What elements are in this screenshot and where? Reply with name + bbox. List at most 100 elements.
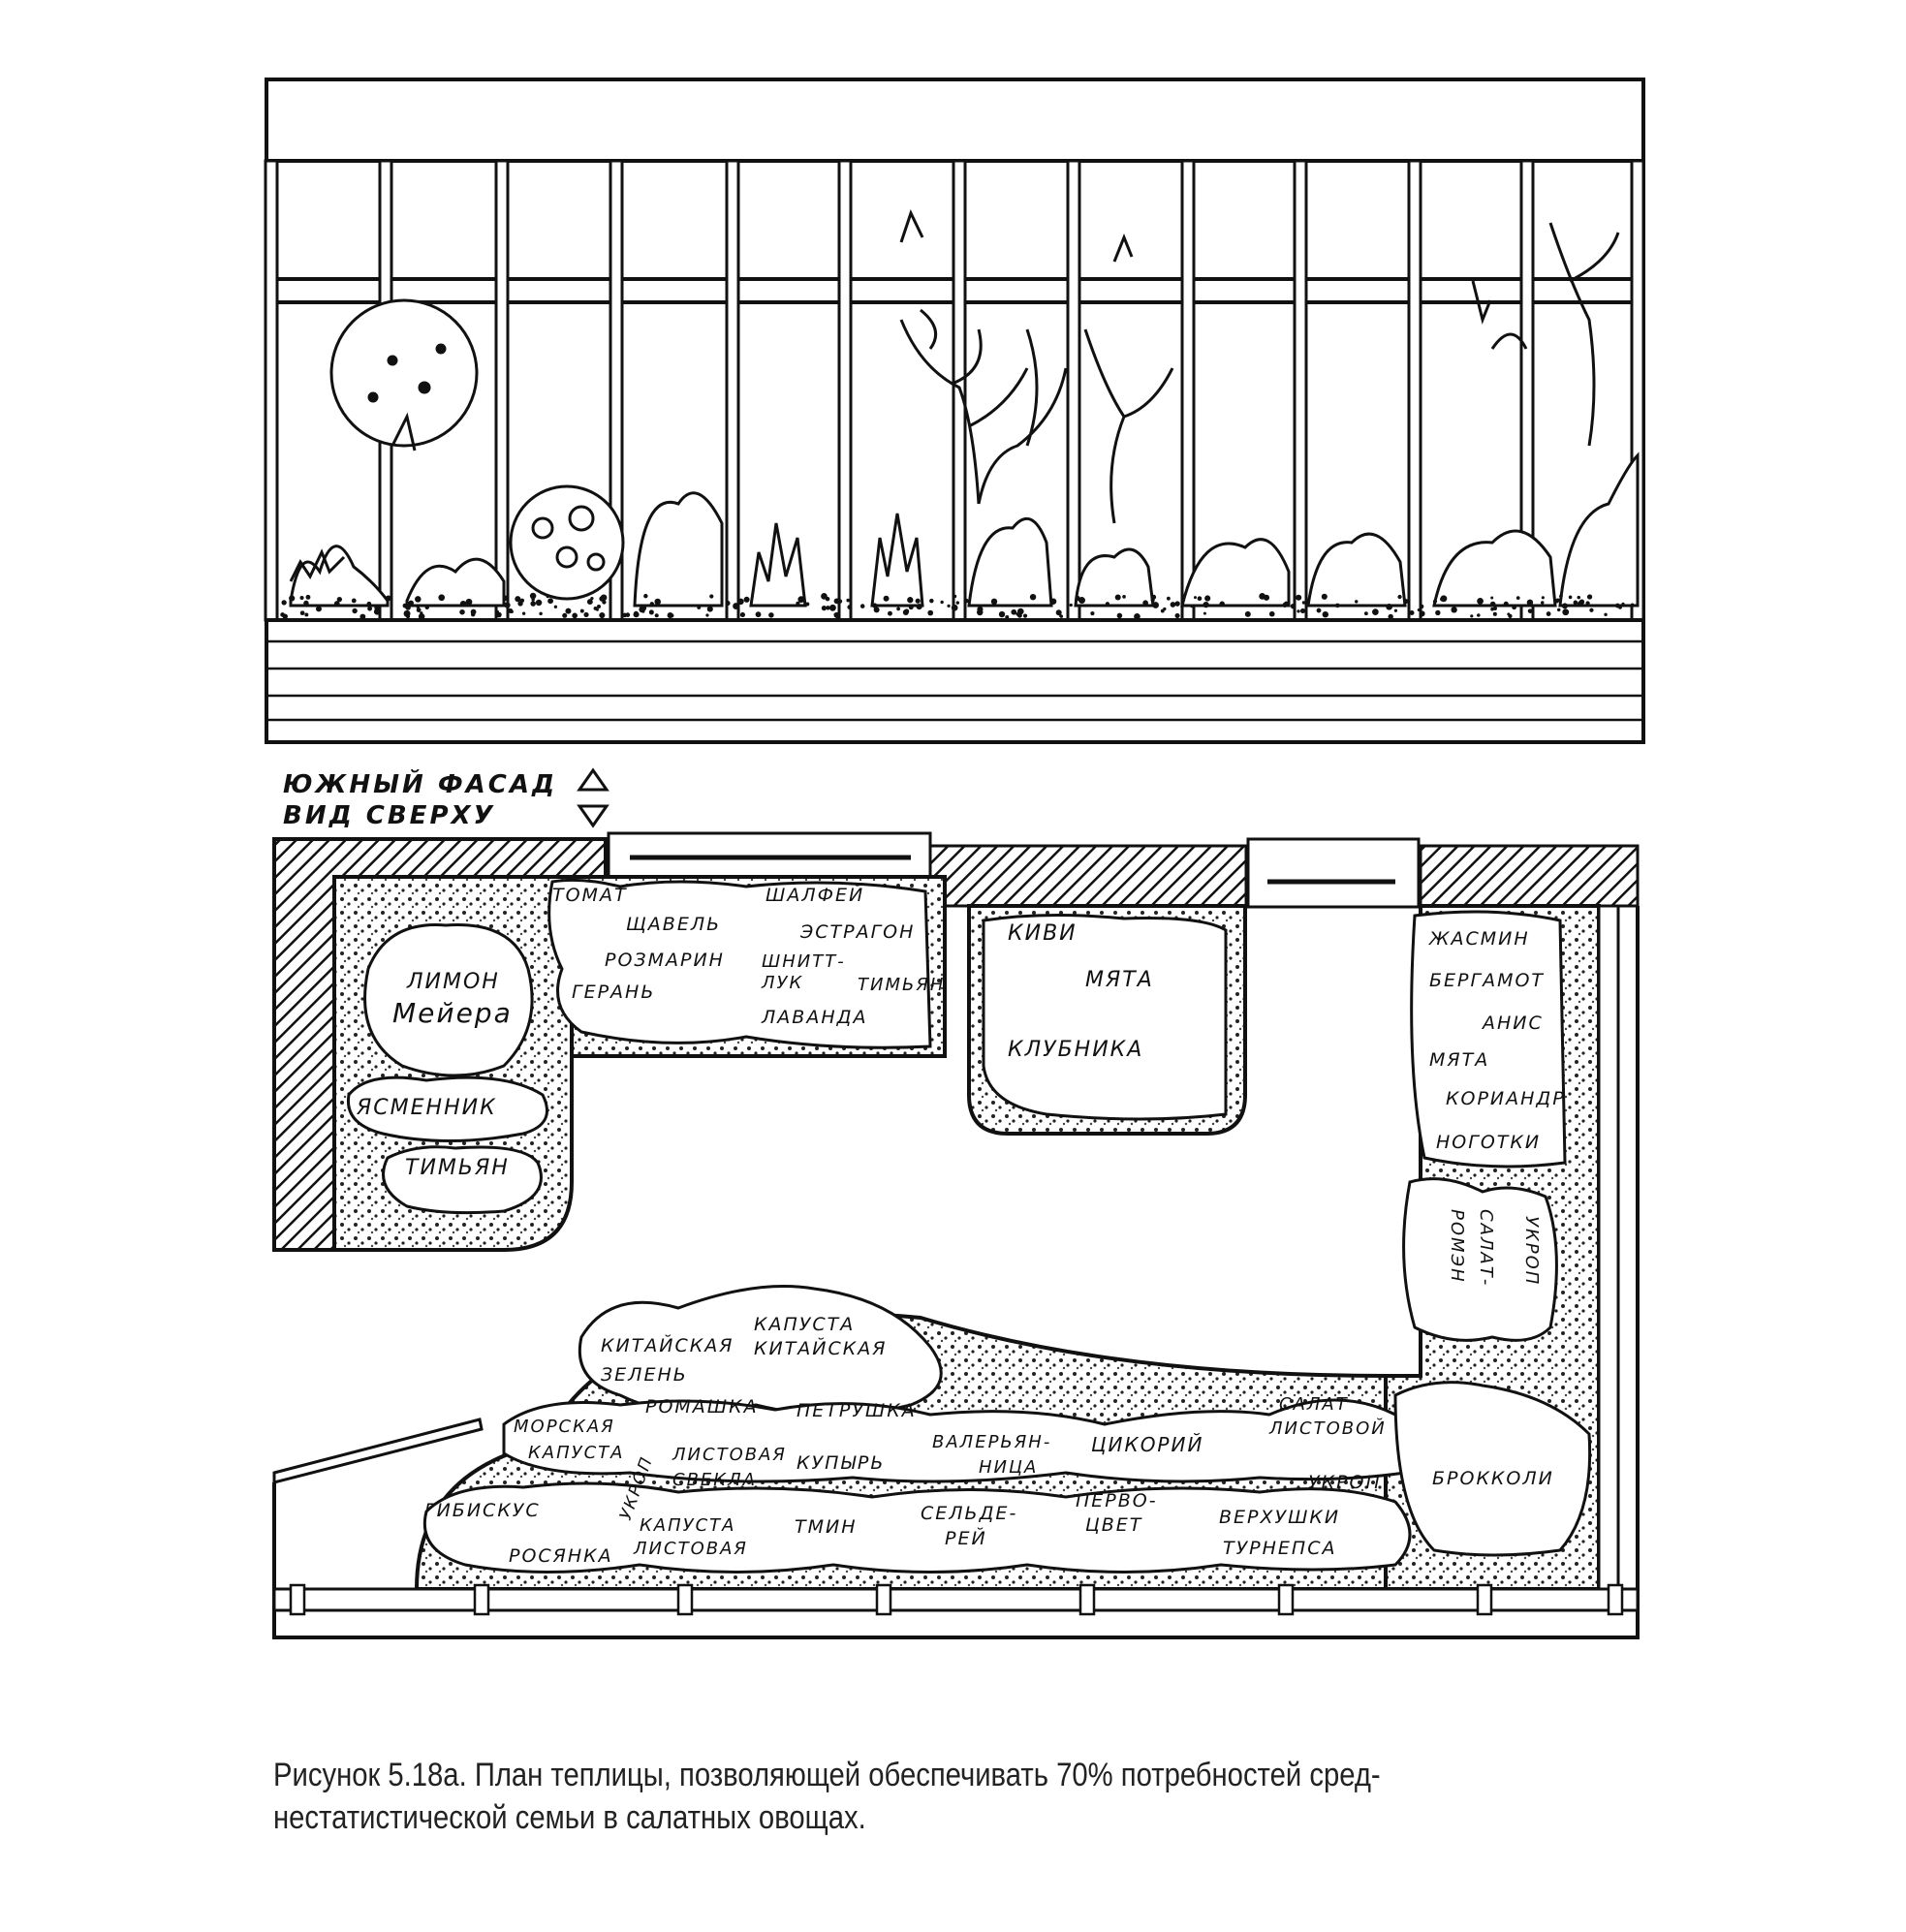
soil-dot xyxy=(1394,609,1397,612)
soil-dot xyxy=(1115,594,1121,600)
soil-dot xyxy=(1477,613,1481,617)
plant-label: ЗЕЛЕНЬ xyxy=(601,1364,688,1386)
plant-label: МЯТА xyxy=(1085,968,1154,992)
soil-dot xyxy=(1219,602,1224,607)
soil-dot xyxy=(281,600,286,605)
soil-dot xyxy=(562,613,567,618)
soil-dot xyxy=(1142,600,1148,606)
soil-dot xyxy=(744,597,750,603)
soil-dot xyxy=(1493,612,1497,616)
soil-dot xyxy=(1541,601,1544,604)
soil-dot xyxy=(1269,611,1275,617)
soil-dot xyxy=(916,599,921,604)
plant-label: ТМИН xyxy=(795,1516,858,1538)
soil-dot xyxy=(1203,602,1208,608)
soil-dot xyxy=(821,593,828,600)
plant-label: ЛИСТОВАЯ xyxy=(672,1445,787,1465)
soil-dot xyxy=(1516,596,1520,600)
plant-label: ПЕТРУШКА xyxy=(797,1400,917,1421)
plant-label: ЯСМЕННИК xyxy=(356,1096,497,1120)
soil-dot xyxy=(406,614,410,618)
soil-dot xyxy=(304,613,308,617)
soil-dot xyxy=(289,595,295,601)
sill-post xyxy=(291,1585,304,1614)
soil-dot xyxy=(1559,595,1563,599)
soil-dot xyxy=(1075,596,1079,601)
soil-dot xyxy=(352,599,357,604)
soil-dot xyxy=(352,608,357,613)
plant-label: УКРОП xyxy=(1521,1216,1542,1286)
soil-dot xyxy=(460,601,466,607)
soil-dot xyxy=(539,612,542,615)
soil-dot xyxy=(1106,602,1109,606)
soil-dot xyxy=(438,594,445,601)
plant-label: ГЕРАНЬ xyxy=(572,982,655,1003)
soil-dot xyxy=(1490,602,1496,608)
soil-dot xyxy=(466,599,473,606)
top-view-label: ВИД СВЕРХУ xyxy=(283,801,496,830)
soil-dot xyxy=(1300,608,1305,613)
soil-dot xyxy=(299,596,303,600)
soil-dot xyxy=(1451,607,1456,612)
soil-dot xyxy=(643,594,647,598)
soil-dot xyxy=(580,609,584,613)
mullion xyxy=(727,161,738,620)
soil-dot xyxy=(654,599,661,606)
soil-dot xyxy=(503,596,508,601)
soil-dot xyxy=(626,612,631,617)
soil-dot xyxy=(1547,611,1551,616)
soil-dot xyxy=(1291,604,1296,608)
soil-dot xyxy=(405,605,411,610)
soil-dot xyxy=(1203,612,1206,615)
soil-dot xyxy=(1297,609,1299,612)
soil-dot xyxy=(374,605,380,610)
soil-dot xyxy=(1335,604,1340,608)
north-wall-segment-east xyxy=(1421,846,1638,906)
soil-dot xyxy=(471,612,476,617)
sill-post xyxy=(1279,1585,1293,1614)
soil-dot xyxy=(1569,596,1573,600)
soil-dot xyxy=(1245,611,1251,617)
mullion xyxy=(1068,161,1079,620)
soil-dot xyxy=(1604,613,1607,616)
soil-dot xyxy=(917,604,922,609)
soil-dot xyxy=(709,594,713,598)
soil-dot xyxy=(300,610,305,615)
soil-dot xyxy=(952,605,958,611)
soil-dot xyxy=(536,600,542,606)
soil-dot xyxy=(1011,609,1016,615)
plant-label: РОМЭН xyxy=(1447,1209,1467,1284)
soil-dot xyxy=(547,595,549,598)
soil-dot xyxy=(1477,598,1484,605)
soil-dot xyxy=(907,597,913,603)
soil-dot xyxy=(847,605,852,609)
south-facade-elevation xyxy=(266,79,1643,742)
plant-label: ЭСТРАГОН xyxy=(799,921,915,943)
soil-dot xyxy=(1470,614,1473,617)
soil-dot xyxy=(888,611,892,616)
soil-dot xyxy=(280,612,285,617)
soil-dot xyxy=(1372,608,1379,615)
soil-dot xyxy=(1161,609,1165,613)
soil-dot xyxy=(515,596,520,602)
soil-dot xyxy=(522,612,525,615)
plant-label: ШАЛФЕЙ xyxy=(766,884,864,906)
plant-label: НОГОТКИ xyxy=(1436,1132,1541,1153)
plant-label: РОЗМАРИН xyxy=(605,950,725,971)
soil-dot xyxy=(1174,613,1179,618)
soil-dot xyxy=(909,605,914,609)
soil-dot xyxy=(650,602,654,606)
soil-dot xyxy=(1554,599,1559,604)
soil-dot xyxy=(872,603,877,608)
plant-label: КАПУСТА xyxy=(640,1515,735,1536)
plant-label: ВАЛЕРЬЯН- xyxy=(932,1432,1051,1452)
facade-label: ЮЖНЫЙ ФАСАД xyxy=(283,768,557,799)
soil-dot xyxy=(991,599,997,605)
soil-dot xyxy=(634,611,640,617)
soil-dot xyxy=(639,607,645,613)
plant-label: ЦВЕТ xyxy=(1085,1514,1142,1536)
soil-dot xyxy=(1317,608,1322,613)
soil-dot xyxy=(530,601,536,607)
